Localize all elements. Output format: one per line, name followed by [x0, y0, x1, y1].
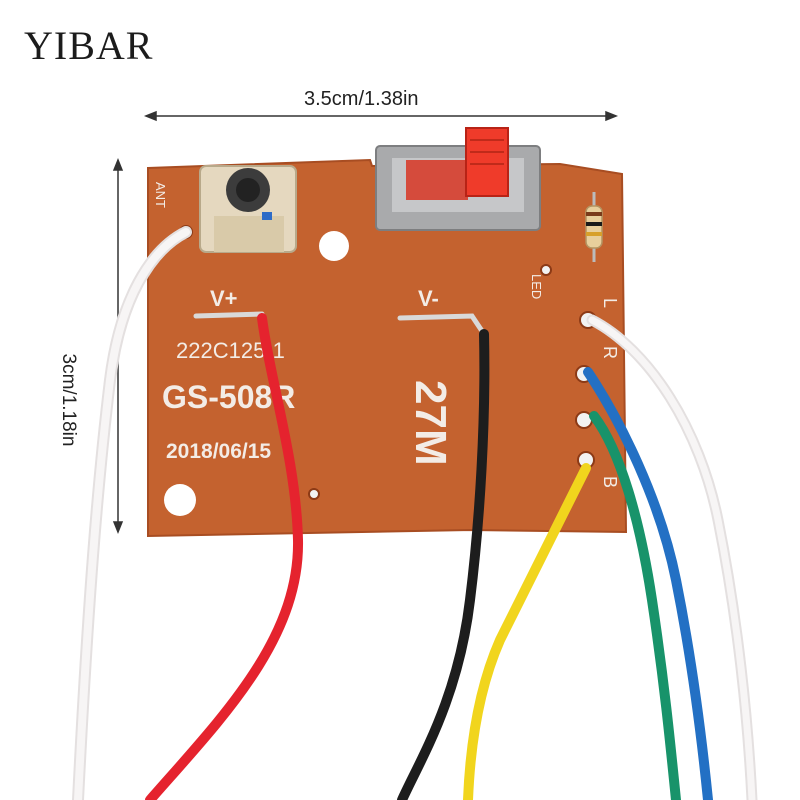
wire-black: [397, 329, 490, 800]
wire-red: [145, 313, 304, 800]
potentiometer: [199, 165, 297, 253]
l-label: L: [600, 298, 620, 308]
width-dimension-label: 3.5cm/1.38in: [304, 88, 419, 110]
r-label: R: [600, 346, 620, 359]
solder-joints: [193, 311, 487, 337]
v-plus-label: V+: [210, 286, 238, 311]
mounting-hole: [319, 231, 349, 261]
wire-white-ant-core: [74, 228, 190, 800]
led-label: LED: [529, 274, 544, 299]
mounting-hole: [164, 484, 196, 516]
wire-blue: [583, 367, 713, 800]
width-dimension-arrow: [143, 110, 619, 122]
brand-logo: YIBAR: [24, 23, 154, 68]
wire-white-l-core: [588, 316, 756, 800]
resistor: [585, 192, 603, 262]
date-text: 2018/06/15: [166, 440, 271, 463]
ant-label: ANT: [153, 182, 168, 208]
wires: [72, 226, 758, 800]
wire-yellow: [463, 463, 591, 800]
v-minus-label: V-: [418, 286, 439, 311]
frequency-text: 27M: [406, 380, 455, 466]
slide-switch: [375, 127, 541, 231]
b-label: B: [600, 476, 620, 488]
wire-green: [589, 411, 681, 800]
